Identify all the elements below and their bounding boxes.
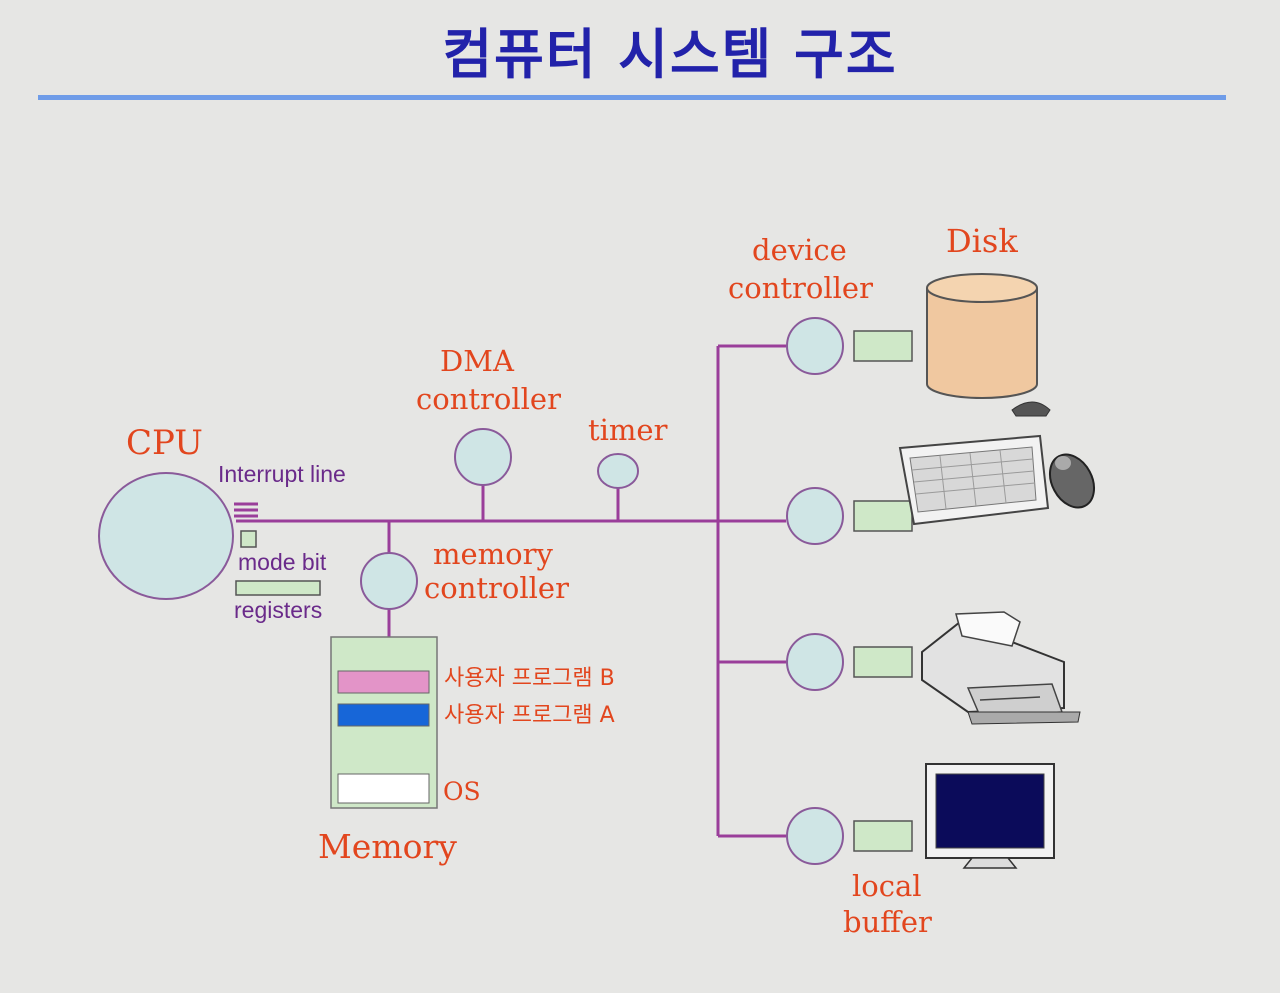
cpu-label: CPU xyxy=(126,423,203,463)
dma-label-line2: controller xyxy=(416,382,561,416)
os-region xyxy=(337,773,430,804)
printer-icon xyxy=(921,611,1081,725)
timer-label: timer xyxy=(588,413,668,447)
device-controller-label-line1: device xyxy=(752,233,847,267)
device-controller-nodes xyxy=(786,317,844,865)
mode-bit-label: mode bit xyxy=(238,549,327,575)
os-label: OS xyxy=(443,777,481,806)
user-program-a-region xyxy=(337,703,430,727)
dma-label-line1: DMA xyxy=(440,344,515,378)
device-controller-printer xyxy=(786,633,844,691)
device-controller-monitor xyxy=(786,807,844,865)
device-controller-keyboard xyxy=(786,487,844,545)
disk-icon xyxy=(926,273,1038,399)
memory-controller-node xyxy=(360,552,418,610)
registers-label: registers xyxy=(234,597,322,623)
local-buffer-printer xyxy=(853,646,913,678)
local-buffer-keyboard xyxy=(853,500,913,532)
title-underline xyxy=(38,95,1226,100)
interrupt-line-label: Interrupt line xyxy=(218,461,346,487)
memory-label: Memory xyxy=(318,827,457,866)
disk-label: Disk xyxy=(946,222,1018,260)
user-program-a-label: 사용자 프로그램 A xyxy=(444,703,615,728)
memory-controller-label-line2: controller xyxy=(424,571,569,605)
local-buffer-monitor xyxy=(853,820,913,852)
timer-node xyxy=(597,453,639,489)
user-program-b-label: 사용자 프로그램 B xyxy=(444,666,615,691)
mouse-icon xyxy=(1048,453,1096,509)
device-controller-label-line2: controller xyxy=(728,271,873,305)
dma-controller-node xyxy=(454,428,512,486)
monitor-icon xyxy=(925,763,1055,869)
memory-controller-label-line1: memory xyxy=(433,537,553,571)
bus-lines xyxy=(234,344,786,838)
local-buffer-disk xyxy=(853,330,913,362)
local-buffer-label-line2: buffer xyxy=(843,905,932,939)
local-buffer-boxes xyxy=(853,330,913,852)
registers-box xyxy=(235,580,321,596)
mode-bit-box xyxy=(240,530,257,548)
cpu-node xyxy=(98,472,234,600)
user-program-b-region xyxy=(337,670,430,694)
slide-title: 컴퓨터 시스템 구조 xyxy=(442,23,898,86)
local-buffer-label-line1: local xyxy=(852,869,922,903)
device-controller-disk xyxy=(786,317,844,375)
keyboard-icon xyxy=(898,401,1051,526)
